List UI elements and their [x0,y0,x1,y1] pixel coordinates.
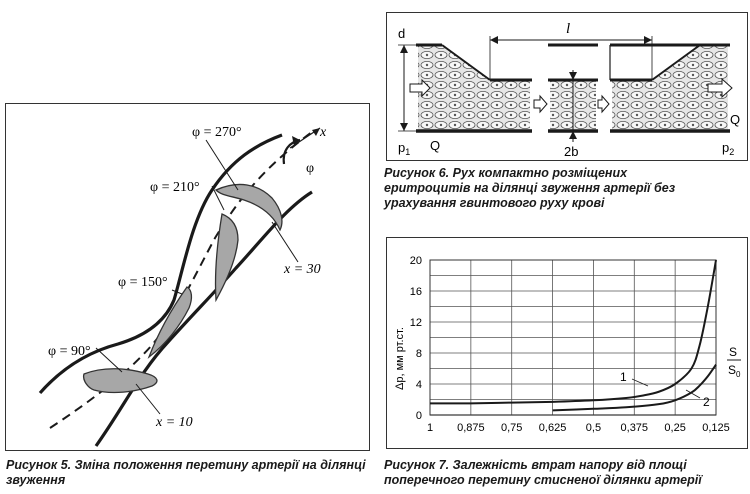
y-tick-label: 12 [410,317,422,329]
plot-area [429,259,717,416]
ratio-denominator: S [728,363,736,377]
svg-text:S0: S0 [728,363,741,379]
curve-2-label: 2 [703,395,710,409]
y-tick-label: 20 [410,255,422,267]
x-tick-label: 0,875 [457,422,485,434]
y-axis-label: Δp, мм рт.ст. [394,327,406,390]
x-tick-label: 0,125 [702,422,730,434]
series-2-line [552,364,717,412]
label-phi-axis: φ [306,161,314,176]
label-p2: p [722,140,729,155]
figure-6-drawing: d l p1 Q 2b Q p2 [398,21,740,159]
label-x-10: x = 10 [155,415,193,430]
label-phi-90: φ = 90° [48,344,91,359]
label-q-right: Q [730,112,740,127]
svg-text:p2: p2 [722,140,734,157]
section-phi-270 [214,183,283,232]
right-tube-cells [612,45,728,130]
label-d: d [398,26,405,41]
figure-5-caption: Рисунок 5. Зміна положення перетину арте… [6,458,366,487]
x-tick-label: 1 [427,422,433,434]
artery-upper-wall [38,133,283,395]
chart-grid [429,259,717,416]
y-tick-label: 0 [416,410,422,422]
label-q-left: Q [430,138,440,153]
y-tick-label: 8 [416,348,422,360]
x-tick-label: 0,75 [501,422,522,434]
x-tick-label: 0,5 [586,422,601,434]
ratio-numerator: S [729,345,737,359]
svg-text:p1: p1 [398,140,410,157]
series-1-line [429,259,717,405]
inflow-arrow [409,78,431,98]
figure-6-caption: Рисунок 6. Рух компактно розміщених ерит… [384,166,676,210]
label-phi-270: φ = 270° [192,125,242,140]
label-x-axis: x [319,125,327,140]
section-phi-150 [147,286,193,359]
label-p1-sub: 1 [405,147,410,157]
mid-arrow-right [597,94,610,114]
x-tick-label: 0,25 [664,422,685,434]
label-phi-150: φ = 150° [118,275,168,290]
label-2b: 2b [564,144,578,159]
artery-lower-wall [94,190,313,447]
x-tick-label: 0,625 [539,422,567,434]
label-p2-sub: 2 [729,147,734,157]
chart-series [429,259,717,412]
label-x-30: x = 30 [283,262,321,277]
figure-5-frame [5,103,370,451]
outflow-arrow [707,77,733,99]
curve-1-label: 1 [620,370,627,384]
mid-arrow-left [533,94,548,114]
figure-5-drawing: φ = 270° φ = 210° φ = 150° φ = 90° x φ x… [38,125,327,447]
section-phi-210 [214,213,239,303]
y-tick-label: 4 [416,379,422,391]
y-tick-label: 16 [410,286,422,298]
label-phi-210: φ = 210° [150,180,200,195]
x-tick-label: 0,375 [621,422,649,434]
figure-7-caption: Рисунок 7. Залежність втрат напору від п… [384,458,702,487]
ratio-denominator-sub: 0 [736,370,741,379]
left-tube-cells [418,45,530,130]
x-axis-arrowhead [312,128,320,136]
phi-rotation-arrowhead [292,136,300,146]
figure-7-frame [386,237,748,449]
label-p1: p [398,140,405,155]
label-l: l [566,21,570,37]
